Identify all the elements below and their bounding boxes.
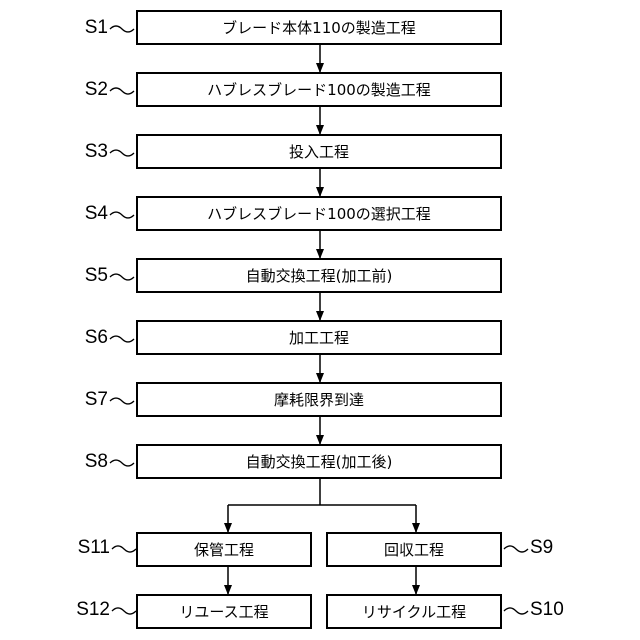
step-text-s7: 摩耗限界到達 (274, 389, 364, 410)
leader-s12 (112, 608, 136, 614)
step-label-s3: S3 (85, 141, 108, 163)
leader-s7 (110, 398, 134, 404)
step-box-s12: リユース工程 (136, 594, 312, 629)
step-label-s1: S1 (85, 17, 108, 39)
leader-s8 (110, 460, 134, 466)
step-text-s10: リサイクル工程 (362, 601, 466, 622)
step-box-s8: 自動交換工程(加工後) (136, 444, 502, 479)
step-box-s6: 加工工程 (136, 320, 502, 355)
leader-s11 (112, 546, 136, 552)
step-label-s6: S6 (85, 327, 108, 349)
leader-s2 (110, 88, 134, 94)
leader-s10 (504, 608, 528, 614)
step-label-s10: S10 (530, 599, 564, 621)
branch-connector (228, 479, 416, 505)
leader-s5 (110, 274, 134, 280)
step-label-s11: S11 (78, 537, 110, 559)
step-text-s9: 回収工程 (384, 539, 444, 560)
leader-s1 (110, 26, 134, 32)
step-text-s8: 自動交換工程(加工後) (246, 451, 393, 472)
step-text-s1: ブレード本体110の製造工程 (222, 17, 416, 38)
step-box-s10: リサイクル工程 (326, 594, 502, 629)
step-text-s11: 保管工程 (194, 539, 254, 560)
leader-s3 (110, 150, 134, 156)
step-box-s1: ブレード本体110の製造工程 (136, 10, 502, 45)
step-label-s9: S9 (530, 537, 553, 559)
step-label-s2: S2 (85, 79, 108, 101)
step-box-s3: 投入工程 (136, 134, 502, 169)
step-box-s9: 回収工程 (326, 532, 502, 567)
leader-s4 (110, 212, 134, 218)
step-label-s4: S4 (85, 203, 108, 225)
step-box-s5: 自動交換工程(加工前) (136, 258, 502, 293)
step-box-s2: ハブレスブレード100の製造工程 (136, 72, 502, 107)
step-label-s12: S12 (76, 599, 110, 621)
step-text-s2: ハブレスブレード100の製造工程 (207, 79, 431, 100)
step-box-s4: ハブレスブレード100の選択工程 (136, 196, 502, 231)
step-label-s7: S7 (85, 389, 108, 411)
step-text-s5: 自動交換工程(加工前) (246, 265, 393, 286)
leader-s6 (110, 336, 134, 342)
step-box-s7: 摩耗限界到達 (136, 382, 502, 417)
step-box-s11: 保管工程 (136, 532, 312, 567)
step-text-s3: 投入工程 (289, 141, 349, 162)
step-text-s4: ハブレスブレード100の選択工程 (207, 203, 431, 224)
step-label-s5: S5 (85, 265, 108, 287)
step-text-s6: 加工工程 (289, 327, 349, 348)
step-label-s8: S8 (85, 451, 108, 473)
leader-s9 (504, 546, 528, 552)
step-text-s12: リユース工程 (179, 601, 268, 622)
